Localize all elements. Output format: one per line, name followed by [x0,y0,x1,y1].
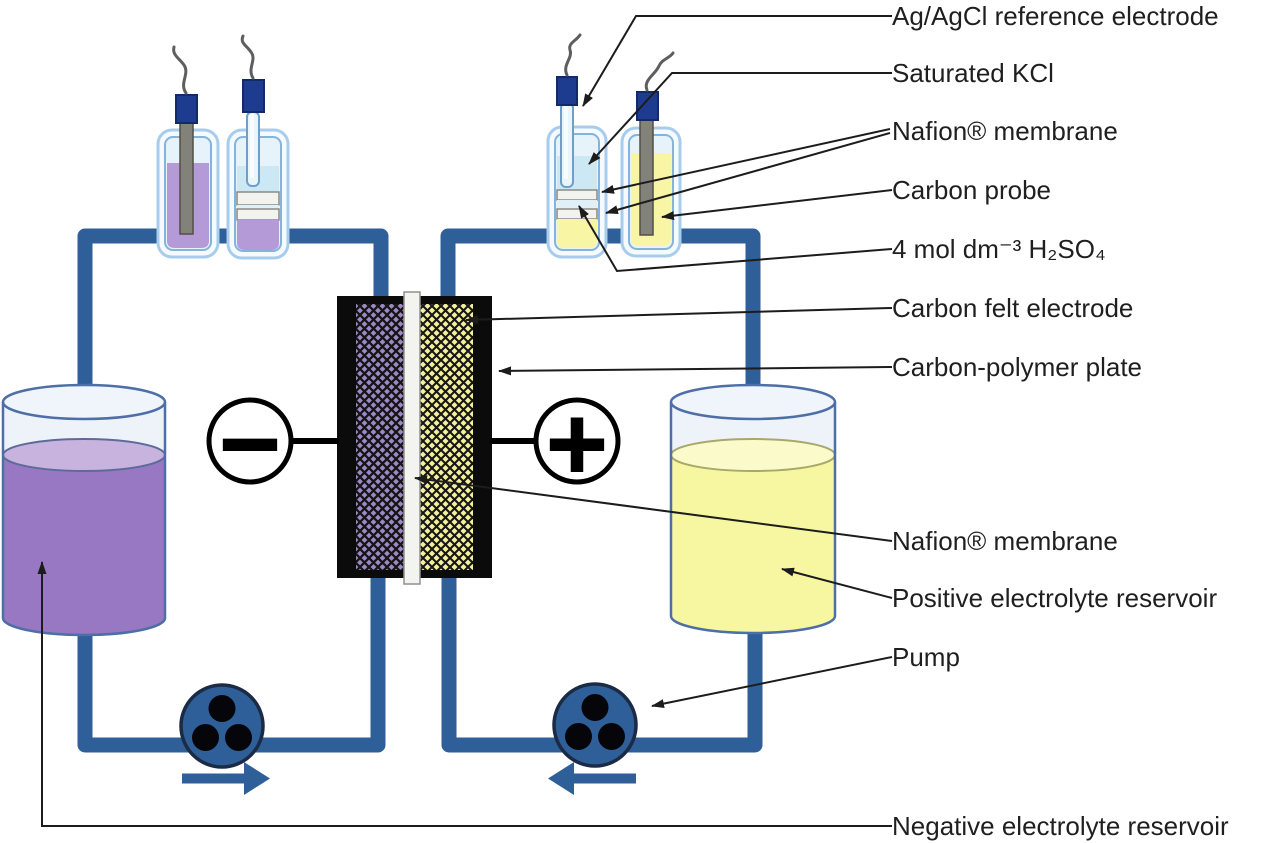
pump-roller [225,724,252,751]
label-nafion-membrane-top: Nafion® membrane [892,116,1118,146]
positive-electrolyte-liquid-bottom [671,599,835,633]
label-carbon-felt-electrode: Carbon felt electrode [892,293,1133,323]
nafion-membrane-layer [236,191,280,206]
electrode-cap [242,79,265,113]
negative-electrolyte-surface [2,438,166,472]
negative-loop-pump-icon [179,683,265,769]
reservoir-rim [669,383,837,421]
leader-nafion-membrane-upper [601,128,891,194]
negative-carbon-felt-electrode [356,304,404,570]
reservoir-rim [1,383,167,421]
flow-cell [337,291,492,585]
flow-left-arrow-icon [548,762,636,795]
negative-terminal: − [206,394,339,492]
electrode-cap [175,94,198,124]
electrode-cap [636,91,659,121]
leader-lines [37,15,893,827]
nafion-membrane-layer [556,208,598,220]
leader-nafion-membrane-cell [414,475,893,542]
label-h2so4: 4 mol dm⁻³ H₂SO₄ [892,234,1106,264]
acid-layer [237,205,279,209]
positive-electrolyte-surface [670,438,836,472]
probe-rod [179,119,194,235]
leader-ag-agcl-reference-electrode [582,15,892,107]
reservoir-outline [1,402,167,637]
electrode-wire [564,33,582,77]
yellow-electrolyte-layer [557,219,597,248]
negative-electrolyte-liquid-bottom [3,601,165,635]
carbon-probe-rod [639,117,654,236]
label-negative-reservoir: Negative electrolyte reservoir [892,811,1229,841]
pump-roller [565,723,592,750]
nafion-membrane-layer [236,208,280,221]
leader-negative-reservoir [37,561,892,827]
pump-roller [208,695,236,722]
tube-highlight [250,114,254,178]
minus-symbol: − [216,396,285,491]
leader-nafion-membrane-lower [605,132,891,215]
positive-carbon-felt-electrode [420,304,473,570]
negative-electrolyte-liquid [3,455,165,618]
negative-terminal-circle [206,397,294,485]
label-saturated-kcl: Saturated KCl [892,58,1054,88]
leader-carbon-polymer-plate [498,366,893,376]
label-ag-agcl-reference-electrode: Ag/AgCl reference electrode [892,1,1219,31]
label-nafion-membrane-cell: Nafion® membrane [892,526,1118,556]
positive-electrolyte-reservoir [669,383,837,635]
positive-loop-pump-icon [552,682,638,768]
pump-roller [598,723,625,750]
leader-pump [651,656,893,709]
negative-loop-top-pipe [77,228,389,404]
leader-saturated-kcl [588,72,892,165]
flow-right-arrow-icon [182,762,270,795]
reservoir-outline [669,402,837,635]
negative-reference-cell-vial [226,34,290,260]
nafion-membrane-layer [556,189,598,201]
electrode-wire [172,45,188,95]
pump-roller [581,694,609,721]
electrode-wire [240,34,255,80]
label-pump: Pump [892,642,960,672]
plus-symbol: + [543,396,612,491]
nafion-membrane [403,291,421,585]
leader-carbon-probe [661,189,893,221]
label-carbon-probe: Carbon probe [892,175,1051,205]
purple-electrolyte-layer [237,220,279,250]
leader-positive-reservoir [781,567,893,599]
negative-electrolyte-reservoir [1,383,167,637]
leader-carbon-felt-electrode [465,307,893,325]
positive-terminal-circle [533,397,621,485]
electrode-cap [556,76,578,106]
electrode-wire [644,51,675,92]
positive-electrolyte-liquid [671,455,835,616]
pump-roller [192,724,219,751]
label-positive-reservoir: Positive electrolyte reservoir [892,583,1217,613]
negative-probe-vial [156,45,220,259]
label-column: Ag/AgCl reference electrode Saturated KC… [892,1,1229,841]
leader-h2so4 [578,205,893,273]
tube-highlight [564,105,568,179]
acid-layer [557,200,597,209]
label-carbon-polymer-plate: Carbon-polymer plate [892,352,1142,382]
positive-carbon-probe-vial [620,51,682,258]
positive-terminal: + [490,394,621,492]
positive-reference-cell-vial [546,33,608,259]
